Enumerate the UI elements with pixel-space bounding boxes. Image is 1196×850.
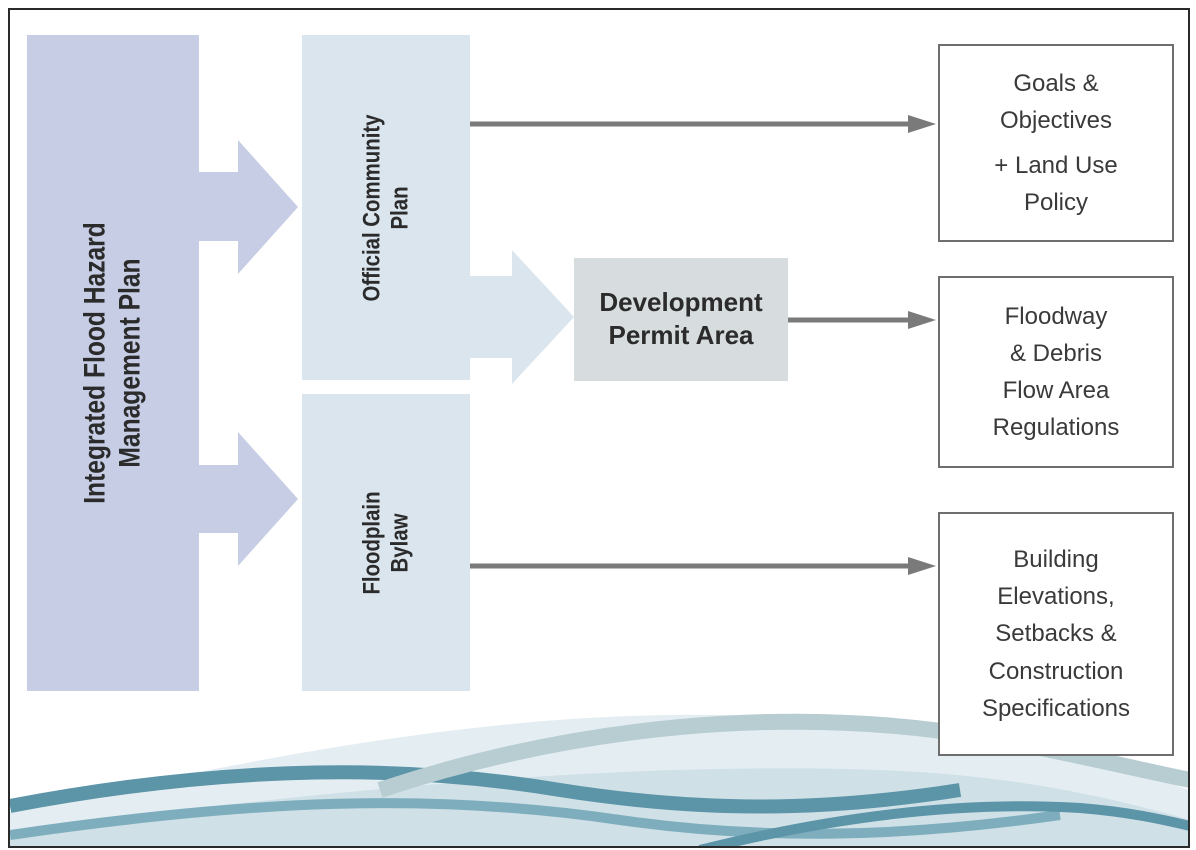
plan-to-bylaw-arrow (199, 432, 298, 566)
floodway-line4: Regulations (992, 414, 1120, 442)
dpa-label-line1: Development (599, 286, 763, 317)
integrated-flood-hazard-plan-box: Integrated Flood Hazard Management Plan (27, 35, 199, 691)
building-line1: Building (1013, 546, 1099, 574)
development-permit-area-box: Development Permit Area (574, 258, 788, 381)
goals-line1: Goals & (1013, 69, 1099, 97)
wave-teal-stroke-2 (10, 798, 1061, 840)
goals-line3: + Land Use (994, 152, 1118, 179)
wave-teal-stroke (10, 765, 962, 814)
development-permit-area-label: Development Permit Area (574, 286, 788, 354)
ocp-to-goals-arrowhead (908, 115, 936, 133)
diagram-frame (8, 8, 1190, 848)
dpa-label-line2: Permit Area (608, 320, 754, 351)
wave-teal-stroke-3 (698, 801, 1188, 846)
wave-grey-stroke (377, 713, 1188, 798)
building-line3: Setbacks & (995, 620, 1117, 648)
floodway-line1: Floodway (1004, 302, 1108, 330)
building-specifications-box: Building Elevations, Setbacks & Construc… (938, 512, 1174, 756)
plan-to-ocp-arrow (199, 140, 298, 274)
building-line4: Construction (988, 657, 1124, 685)
building-line5: Specifications (981, 694, 1131, 722)
floodway-line2: & Debris (1009, 339, 1103, 367)
official-community-plan-box: Official Community Plan (302, 35, 470, 380)
floodway-regulations-box: Floodway & Debris Flow Area Regulations (938, 276, 1174, 468)
floodplain-bylaw-box: Floodplain Bylaw (302, 394, 470, 691)
bylaw-to-building-arrowhead (908, 557, 936, 575)
wave-pale-band (10, 768, 1188, 846)
goals-line4: Policy (1023, 189, 1089, 217)
goals-objectives-box: Goals & Objectives + Land Use Policy (938, 44, 1174, 242)
goals-line2: Objectives (999, 106, 1113, 134)
floodway-line3: Flow Area (1002, 377, 1110, 404)
ocp-to-dpa-arrow (470, 250, 574, 384)
building-line2: Elevations, (997, 583, 1115, 611)
dpa-to-floodway-arrowhead (908, 311, 936, 329)
